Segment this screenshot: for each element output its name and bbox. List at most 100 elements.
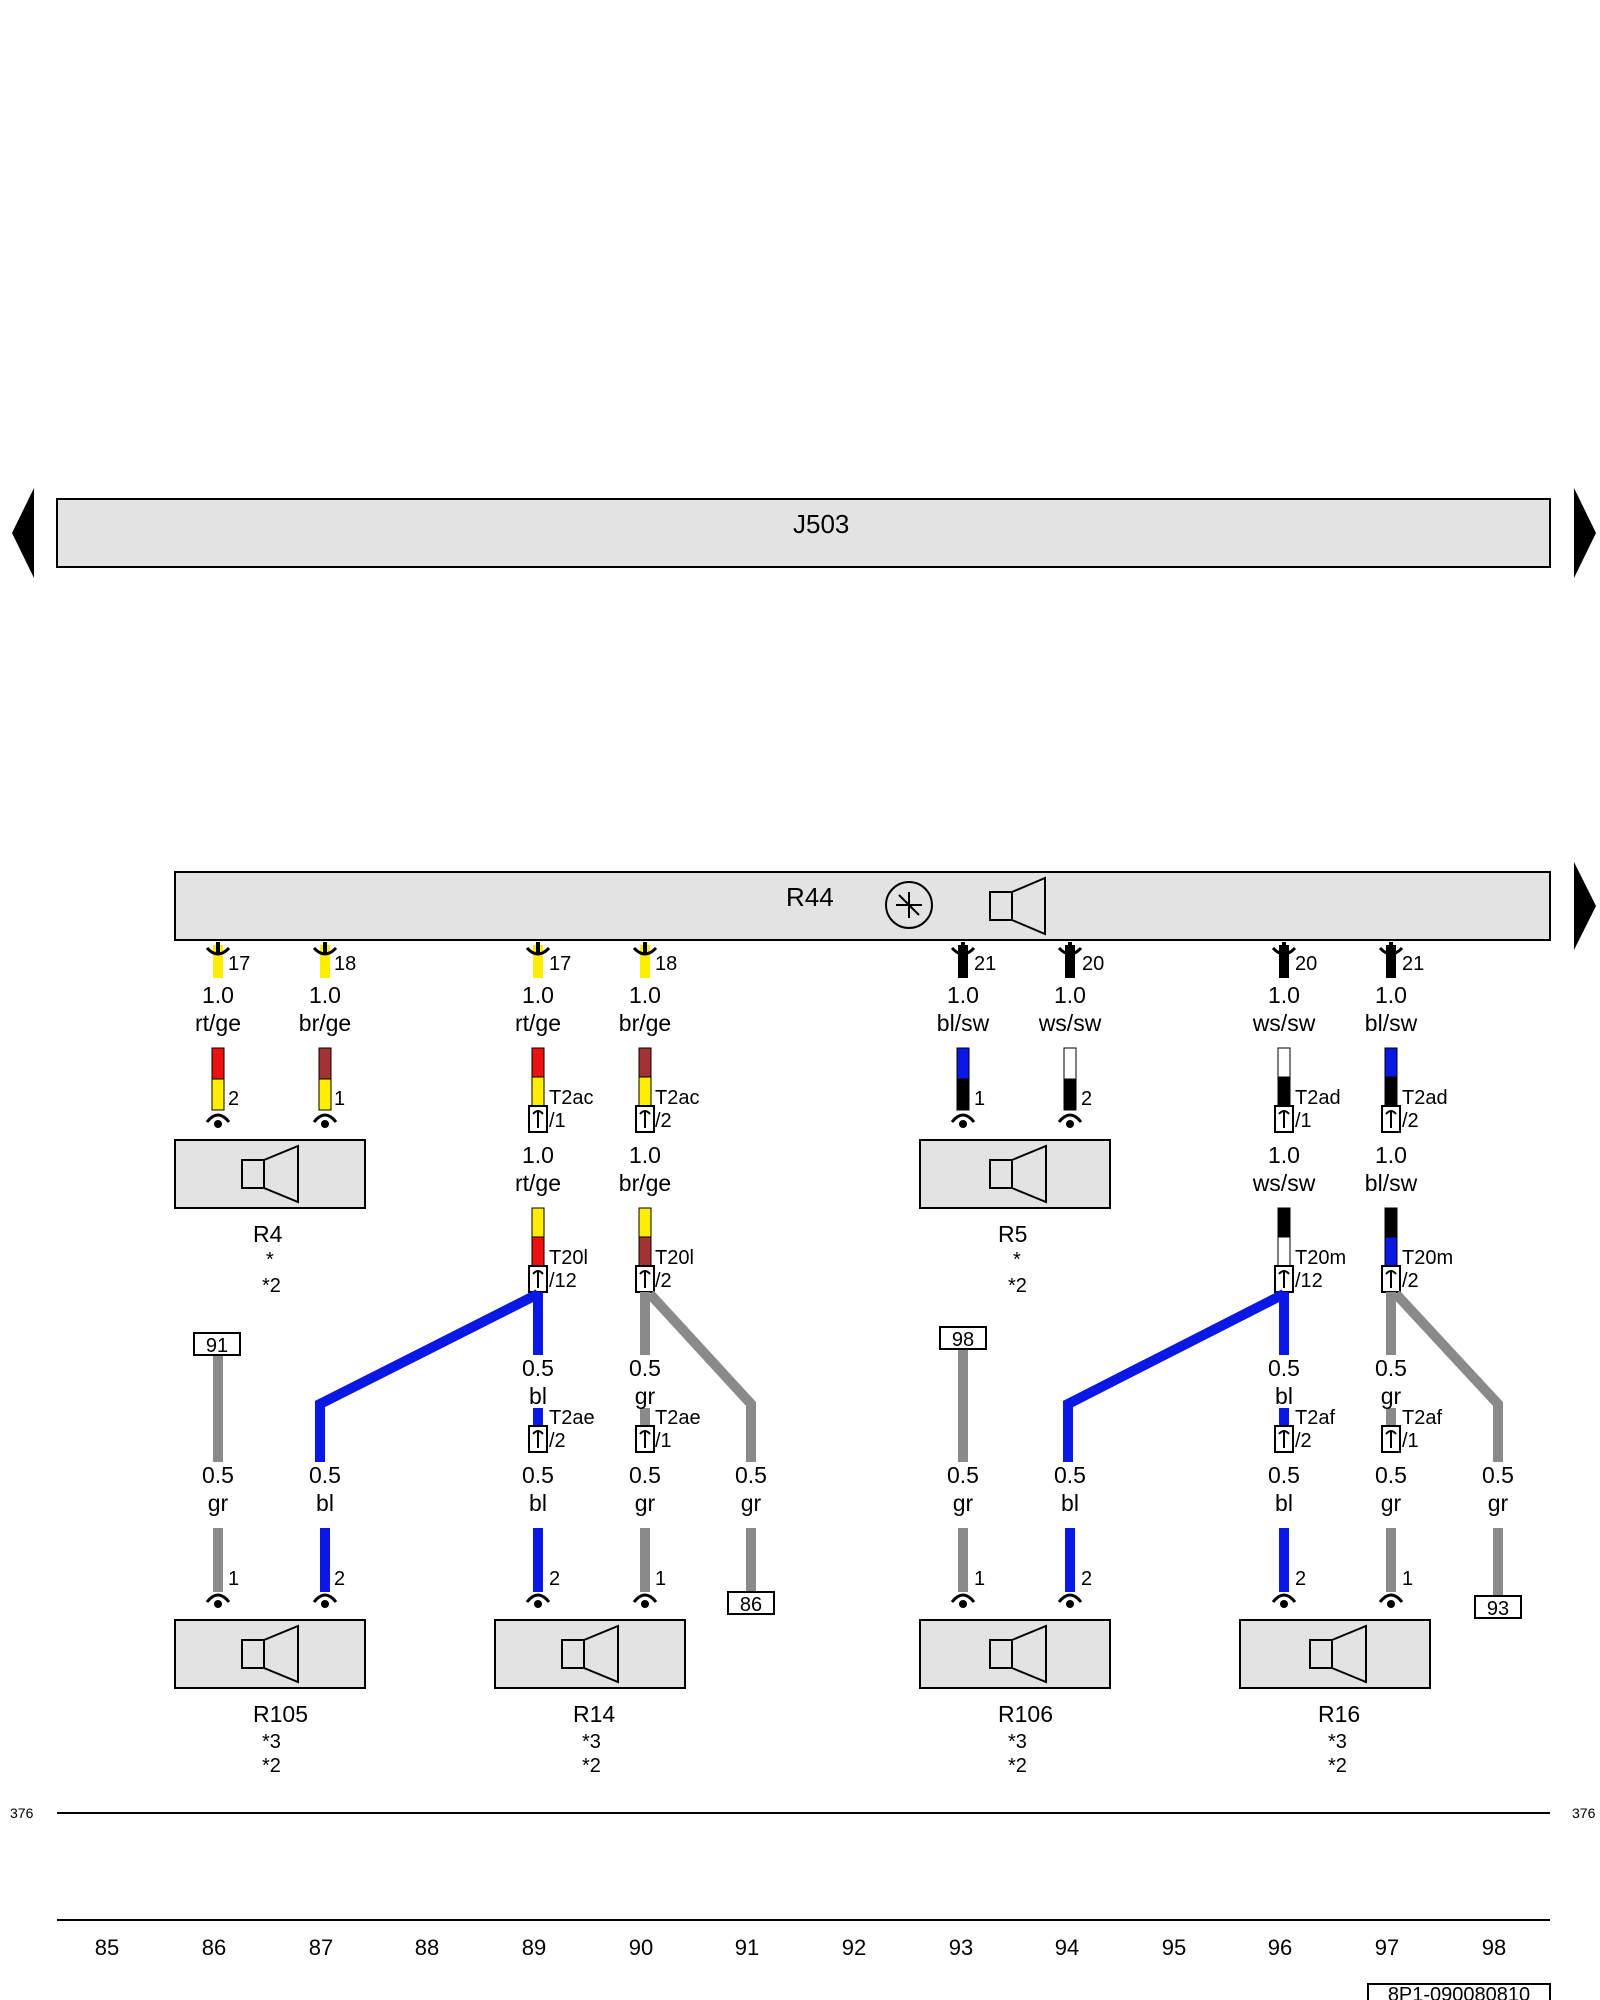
plug-terminal-icon xyxy=(321,1120,329,1128)
r16-footnote-a: *3 xyxy=(1328,1731,1347,1753)
connector-pin: /2 xyxy=(655,1110,672,1132)
plug-terminal-icon xyxy=(312,1593,338,1603)
r4-footnote-b: *2 xyxy=(262,1275,281,1297)
wire-size: 1.0 xyxy=(1375,1142,1407,1168)
speaker-cone-icon xyxy=(263,1144,299,1204)
wire-size: 1.0 xyxy=(522,982,554,1008)
plug-terminal-icon xyxy=(205,1593,231,1603)
wire-color: gr xyxy=(635,1490,656,1516)
wire-color: gr xyxy=(741,1490,762,1516)
r44-pin: 18 xyxy=(655,953,677,975)
ref-box xyxy=(193,1332,241,1356)
wire-size: 0.5 xyxy=(1054,1462,1086,1488)
wire-color: gr xyxy=(635,1383,656,1409)
wire-size: 1.0 xyxy=(309,982,341,1008)
wire-br-ge xyxy=(638,1207,652,1238)
ref-box xyxy=(727,1591,775,1615)
r44-pin: 17 xyxy=(228,953,250,975)
footer: 376 376 85 86 87 88 89 90 91 92 93 94 95… xyxy=(10,1805,1596,2000)
top-wire-labels: 1.0 rt/ge 1.0 br/ge 1.0 rt/ge 1.0 br/ge … xyxy=(195,982,1418,1036)
amplifier-symbol-icon xyxy=(885,881,933,929)
r44-label: R44 xyxy=(786,882,834,912)
wire-size: 0.5 xyxy=(1482,1462,1514,1488)
r44-unit: R44 xyxy=(174,862,1596,950)
wire-color: gr xyxy=(208,1490,229,1516)
wire-size: 1.0 xyxy=(1268,982,1300,1008)
wire-size: 0.5 xyxy=(522,1355,554,1381)
connector-name: T2ac xyxy=(655,1087,699,1109)
plug-terminal-icon xyxy=(950,1113,976,1123)
plug-terminal-icon xyxy=(641,1600,649,1608)
connector-name: T20l xyxy=(655,1247,694,1269)
connector-icon xyxy=(1278,1270,1290,1288)
connector-pin: /12 xyxy=(1295,1270,1323,1292)
wire-color: bl/sw xyxy=(1365,1170,1418,1196)
column-number: 92 xyxy=(842,1935,866,1960)
speaker-r4: R4 * *2 xyxy=(174,1139,366,1297)
wire-color: bl xyxy=(1275,1490,1293,1516)
column-number: 89 xyxy=(522,1935,546,1960)
speaker-pin: 1 xyxy=(655,1568,666,1590)
speaker-r16-box xyxy=(1239,1619,1431,1689)
speaker-pin: 2 xyxy=(334,1568,345,1590)
r106-label: R106 xyxy=(998,1701,1053,1727)
speaker-pin: 2 xyxy=(1081,1088,1092,1110)
ref-number: 91 xyxy=(206,1335,228,1357)
wire-br-ge xyxy=(638,1236,652,1267)
column-number: 90 xyxy=(629,1935,653,1960)
plug-terminal-icon xyxy=(950,1593,976,1603)
speaker-r5: R5 * *2 xyxy=(919,1139,1111,1297)
wire-gr-splice xyxy=(1392,1290,1503,1462)
column-number: 95 xyxy=(1162,1935,1186,1960)
plug-terminal-icon xyxy=(632,1593,658,1603)
connector-name: T20l xyxy=(549,1247,588,1269)
wire-size: 1.0 xyxy=(1054,982,1086,1008)
speaker-pin: 2 xyxy=(1295,1568,1306,1590)
connector-name: T20m xyxy=(1402,1247,1453,1269)
r44-pin: 21 xyxy=(974,953,996,975)
r5-footnote-b: *2 xyxy=(1008,1275,1027,1297)
connector-pin: /1 xyxy=(1295,1110,1312,1132)
wire-color: bl xyxy=(529,1383,547,1409)
wire-size: 0.5 xyxy=(1375,1462,1407,1488)
wire-size: 0.5 xyxy=(522,1462,554,1488)
connector-icon xyxy=(1278,1110,1290,1128)
wire-bl-sw xyxy=(956,1078,970,1111)
j503-label: J503 xyxy=(793,509,849,539)
r14-footnote-b: *2 xyxy=(582,1755,601,1777)
connector-icon xyxy=(1385,1430,1397,1448)
connector-name: T2ac xyxy=(549,1087,593,1109)
connector-icon xyxy=(532,1110,544,1128)
wire-size: 0.5 xyxy=(735,1462,767,1488)
r14-footnote-a: *3 xyxy=(582,1731,601,1753)
wire-color: gr xyxy=(1488,1490,1509,1516)
connector-pin: /12 xyxy=(549,1270,577,1292)
speaker-cone-icon xyxy=(263,1624,299,1684)
speaker-r5-box xyxy=(919,1139,1111,1209)
r14-label: R14 xyxy=(573,1701,615,1727)
r16-footnote-b: *2 xyxy=(1328,1755,1347,1777)
column-number: 93 xyxy=(949,1935,973,1960)
connector-name: T2ad xyxy=(1295,1087,1341,1109)
plug-terminal-icon xyxy=(1057,1113,1083,1123)
doc-id: 8P1-090080810 xyxy=(1388,1984,1530,2000)
connector-pin: /1 xyxy=(1402,1430,1419,1452)
column-number: 88 xyxy=(415,1935,439,1960)
plug-terminal-icon xyxy=(959,1120,967,1128)
connector-icon xyxy=(532,1270,544,1288)
connector-icon xyxy=(1385,1270,1397,1288)
speaker-r105: R105 *3 *2 xyxy=(174,1619,366,1777)
speaker-pin: 1 xyxy=(1402,1568,1413,1590)
speaker-pin: 2 xyxy=(228,1088,239,1110)
r44-pin: 21 xyxy=(1402,953,1424,975)
t20-connector-labels: T20l /12 T20l /2 T20m /12 T20m /2 xyxy=(549,1247,1453,1292)
t2-connector-labels: T2ac /1 T2ac /2 T2ad /1 T2ad /2 xyxy=(549,1087,1448,1132)
ref-box xyxy=(939,1326,987,1350)
r44-pin: 18 xyxy=(334,953,356,975)
plug-terminal-icon xyxy=(1066,1120,1074,1128)
speaker-cone-icon xyxy=(1011,1144,1047,1204)
connector-pin: /2 xyxy=(1402,1270,1419,1292)
wire-bl-sw xyxy=(956,1047,970,1080)
lower-speaker-pins: 1 2 2 1 1 2 2 1 xyxy=(228,1568,1413,1590)
